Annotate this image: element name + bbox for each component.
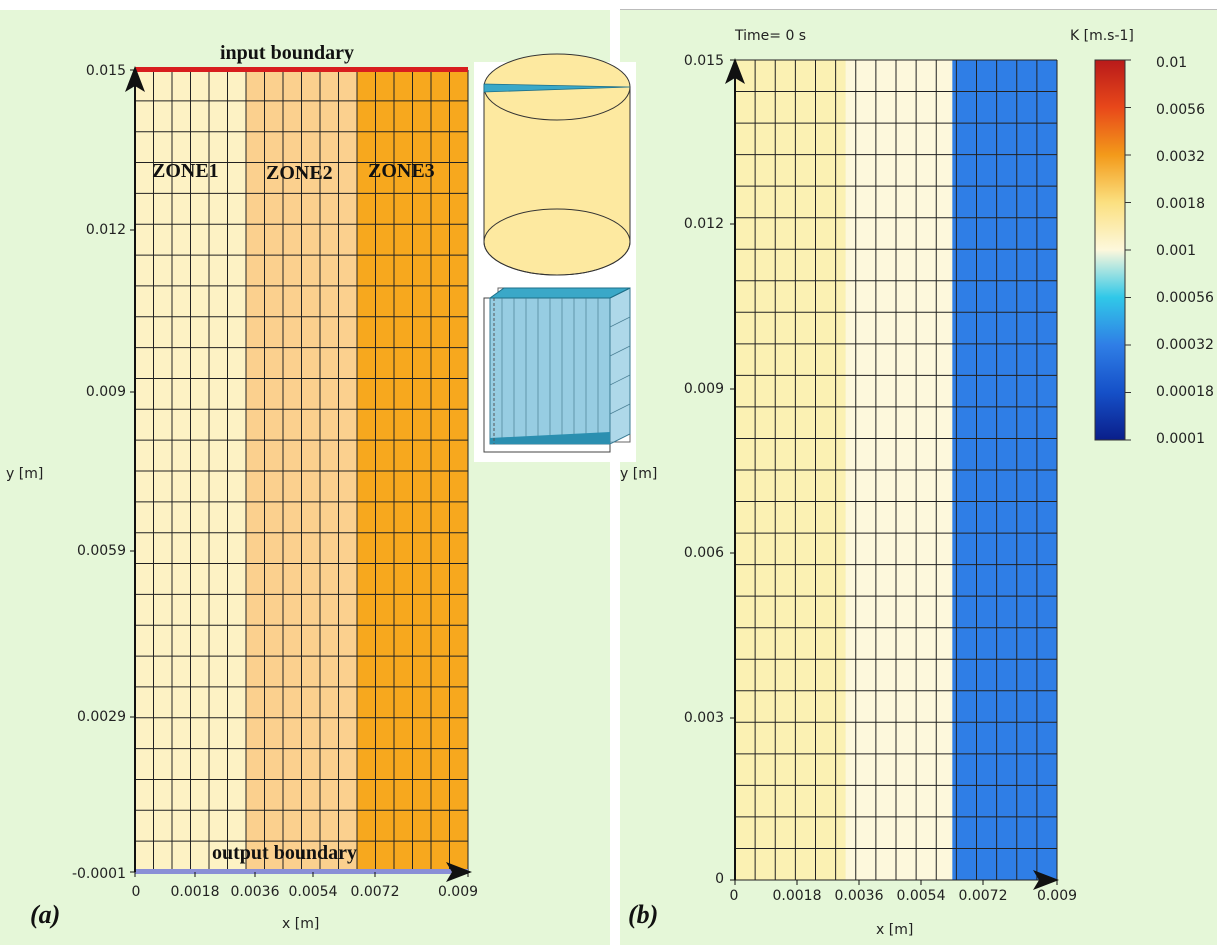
zone1-label: ZONE1 bbox=[152, 160, 219, 182]
box-mesh-line bbox=[609, 403, 631, 415]
colorbar-label: 0.0001 bbox=[1156, 431, 1205, 447]
panel-b-xtick: 0.0036 bbox=[834, 888, 884, 904]
panel-b-tag: (b) bbox=[628, 900, 659, 929]
x-axis-arrow bbox=[446, 862, 472, 882]
panel-b-xlabel: x [m] bbox=[876, 922, 914, 938]
colorbar-label: 0.0018 bbox=[1156, 196, 1205, 212]
panel-a-xtick: 0.0072 bbox=[350, 884, 400, 900]
box-bottom-slice bbox=[490, 432, 610, 444]
panel-b-xtick: 0.0018 bbox=[772, 888, 822, 904]
panel-a-xtick: 0.009 bbox=[437, 884, 479, 900]
y-axis-arrow bbox=[125, 66, 145, 92]
panel-b-xtick: 0.0072 bbox=[958, 888, 1008, 904]
box-mesh-line bbox=[609, 345, 631, 357]
panel-b-ytick: 0.003 bbox=[683, 710, 724, 726]
panel-a-ytick: 0.0059 bbox=[77, 543, 126, 559]
panel-a-ytick: -0.0001 bbox=[71, 866, 126, 882]
panel-a-xtick: 0.0054 bbox=[288, 884, 338, 900]
panel-b-ytick: 0.015 bbox=[683, 53, 724, 69]
panel-a-xlabel: x [m] bbox=[282, 916, 320, 932]
panel-a-ytick: 0.0029 bbox=[77, 709, 126, 725]
panel-a-xtick: 0 bbox=[131, 884, 141, 900]
x-axis-arrow bbox=[1033, 870, 1059, 890]
colorbar-label: 0.00032 bbox=[1156, 337, 1214, 353]
panel-b-xtick: 0 bbox=[729, 888, 739, 904]
colorbar-title: K [m.s-1] bbox=[1070, 28, 1134, 44]
colorbar-label: 0.00056 bbox=[1156, 290, 1214, 306]
y-axis-arrow bbox=[725, 58, 745, 84]
panel-a-ytick: 0.012 bbox=[85, 222, 126, 238]
output-boundary-line bbox=[135, 869, 468, 874]
panel-a-ylabel: y [m] bbox=[6, 466, 44, 482]
panel-a-ytick: 0.015 bbox=[85, 63, 126, 79]
zone3-label: ZONE3 bbox=[368, 160, 435, 182]
output-boundary-label: output boundary bbox=[212, 842, 358, 864]
panel-b-xtick: 0.0054 bbox=[896, 888, 946, 904]
panel-a-xtick: 0.0018 bbox=[170, 884, 220, 900]
panel-b-ytick: 0.012 bbox=[683, 216, 724, 232]
panel-a-xtick: 0.0036 bbox=[230, 884, 280, 900]
panel-a-tag: (a) bbox=[30, 900, 61, 929]
colorbar-label: 0.0032 bbox=[1156, 149, 1205, 165]
panel-b-top-border bbox=[620, 9, 1217, 10]
colorbar-label: 0.00018 bbox=[1156, 384, 1214, 400]
box-mesh-line bbox=[609, 316, 631, 328]
panel-b-xtick: 0.009 bbox=[1036, 888, 1078, 904]
panel-b-ylabel: y [m] bbox=[620, 466, 658, 482]
colorbar-label: 0.001 bbox=[1156, 243, 1197, 259]
panel-b-ytick: 0.009 bbox=[683, 381, 724, 397]
colorbar-label: 0.0056 bbox=[1156, 102, 1205, 118]
panel-a-ytick: 0.009 bbox=[85, 384, 126, 400]
panel-b-ytick: 0.006 bbox=[683, 545, 724, 561]
input-boundary-line bbox=[135, 67, 468, 72]
box-grid-inset bbox=[474, 282, 636, 462]
colorbar bbox=[1094, 59, 1131, 441]
cylinder-inset bbox=[474, 53, 636, 282]
zone2-label: ZONE2 bbox=[266, 162, 333, 184]
box-mesh-line bbox=[609, 374, 631, 386]
input-boundary-label: input boundary bbox=[220, 42, 354, 64]
colorbar-label: 0.01 bbox=[1156, 55, 1188, 71]
time-label: Time= 0 s bbox=[735, 28, 807, 44]
colorbar-gradient bbox=[1094, 59, 1126, 441]
box-top-slice bbox=[488, 287, 631, 299]
panel-b-ytick: 0 bbox=[715, 871, 724, 887]
